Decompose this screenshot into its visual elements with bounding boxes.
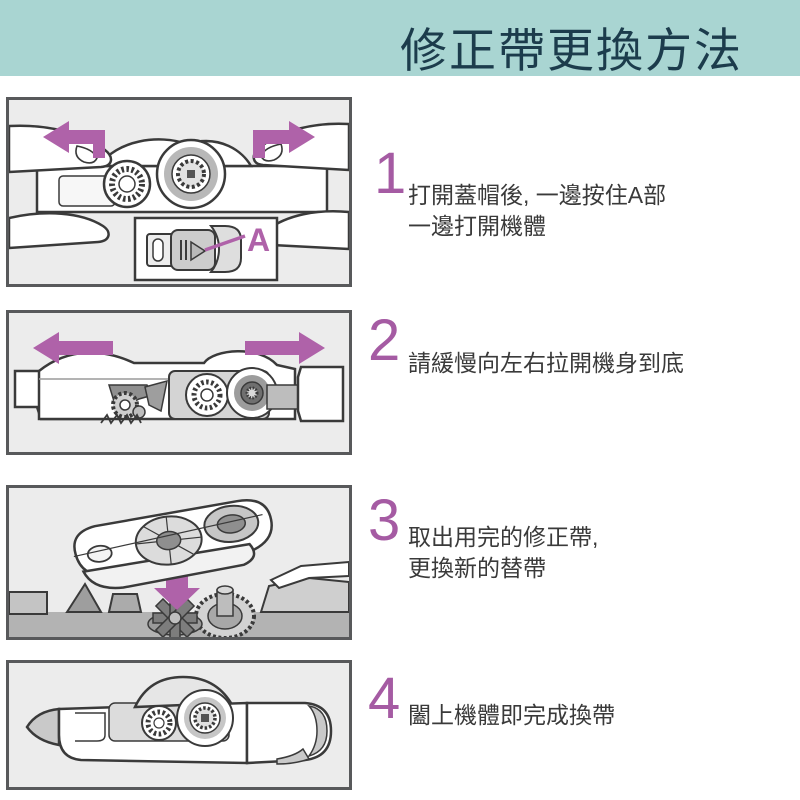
step-3-text-line-1: 取出用完的修正帶,: [408, 524, 599, 550]
arrow-right-icon: [253, 121, 315, 158]
cap-section: [245, 701, 333, 765]
arrow-left-icon: [43, 121, 105, 158]
part-a-label: A: [247, 222, 270, 258]
ring-gear: [194, 585, 256, 637]
page-title: 修正帶更換方法: [400, 24, 743, 77]
step-3-illustration: [6, 485, 352, 640]
header-banner: 修正帶更換方法: [0, 0, 800, 77]
arrow-left-icon: [33, 332, 113, 364]
step-1-text-line-1: 打開蓋帽後, 一邊按住A部: [408, 182, 667, 208]
step-4-number: 4: [368, 666, 401, 731]
right-shell: [266, 365, 345, 423]
step-3-drawing: [9, 499, 349, 637]
step-1-instruction: 打開蓋帽後, 一邊按住A部 一邊打開機體: [408, 180, 666, 242]
step-4-text-line-1: 闔上機體即完成換帶: [408, 702, 615, 728]
tape-spool-small: [141, 705, 177, 741]
star-gear: [147, 595, 203, 637]
step-2-number: 2: [368, 308, 401, 373]
step-1-text-line-2: 一邊打開機體: [408, 213, 546, 239]
lifted-cartridge: [73, 499, 273, 590]
tape-spool-large: [176, 689, 234, 747]
step-1-number: 1: [374, 141, 407, 206]
tape-spool-small: [102, 159, 152, 209]
step-2-instruction: 請緩慢向左右拉開機身到底: [408, 348, 684, 379]
tape-spool-large: [155, 138, 227, 210]
step-3-text-line-2: 更換新的替帶: [408, 555, 546, 581]
latch-inset: A: [133, 216, 279, 282]
step-1-illustration: A: [6, 97, 352, 287]
gear-mechanism: [100, 379, 168, 425]
step-3-number: 3: [368, 488, 401, 553]
step-2-text-line-1: 請緩慢向左右拉開機身到底: [408, 350, 684, 376]
step-4-drawing: [25, 675, 333, 765]
step-1-drawing: A: [9, 121, 349, 282]
step-4-illustration: [6, 660, 352, 790]
step-4-instruction: 闔上機體即完成換帶: [408, 700, 615, 731]
step-2-illustration: [6, 310, 352, 455]
step-3-instruction: 取出用完的修正帶, 更換新的替帶: [408, 522, 598, 584]
step-2-drawing: [13, 332, 345, 425]
arrow-right-icon: [245, 332, 325, 364]
